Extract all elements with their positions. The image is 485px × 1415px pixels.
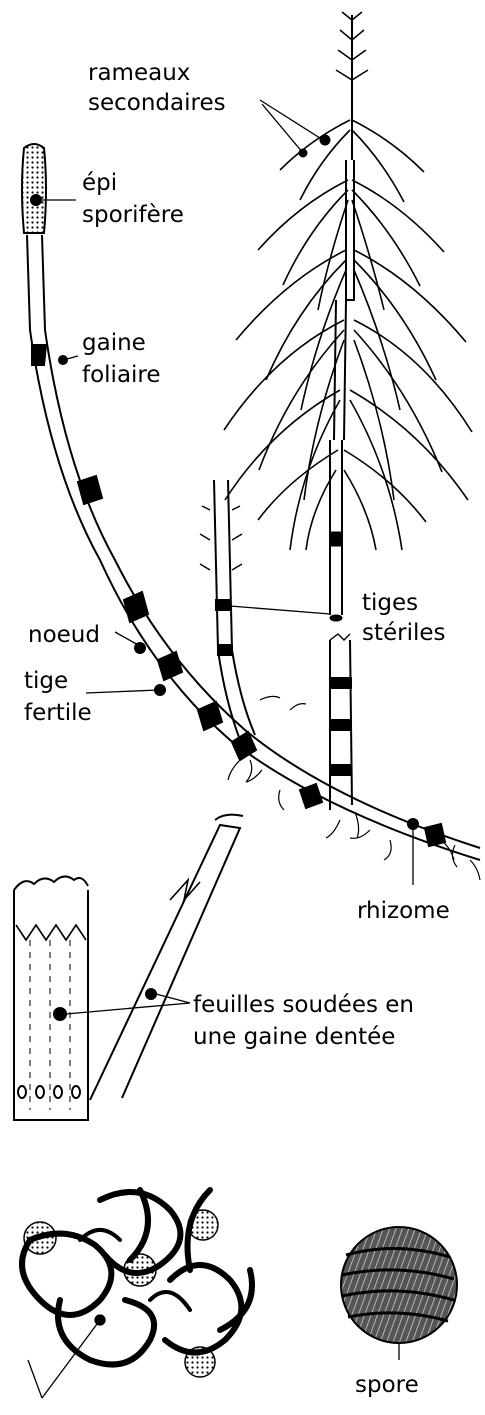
spore-illustration [341,1227,457,1360]
label-gaine-line2: foliaire [82,362,161,388]
label-epi-line1: épi [82,170,117,196]
sterile-stem-branched [224,12,472,621]
label-rhizome: rhizome [357,898,450,924]
label-feuilles-line1: feuilles soudées en [193,992,414,1018]
label-rameaux-line1: rameaux [88,60,190,86]
elater-leaders [28,1315,105,1398]
label-spore: spore [355,1372,419,1398]
label-epi-line2: sporifère [82,202,184,228]
label-tiges-line2: stériles [362,620,446,646]
roots [228,696,480,880]
label-rameaux-line2: secondaires [88,90,226,116]
sheath-detail [14,815,243,1120]
label-tige-line2: fertile [24,700,92,726]
label-tiges-line1: tiges [362,590,418,616]
label-gaine-line1: gaine [82,330,146,356]
label-feuilles-line2: une gaine dentée [193,1024,395,1050]
label-noeud: noeud [28,622,100,648]
label-tige-line1: tige [24,668,68,694]
